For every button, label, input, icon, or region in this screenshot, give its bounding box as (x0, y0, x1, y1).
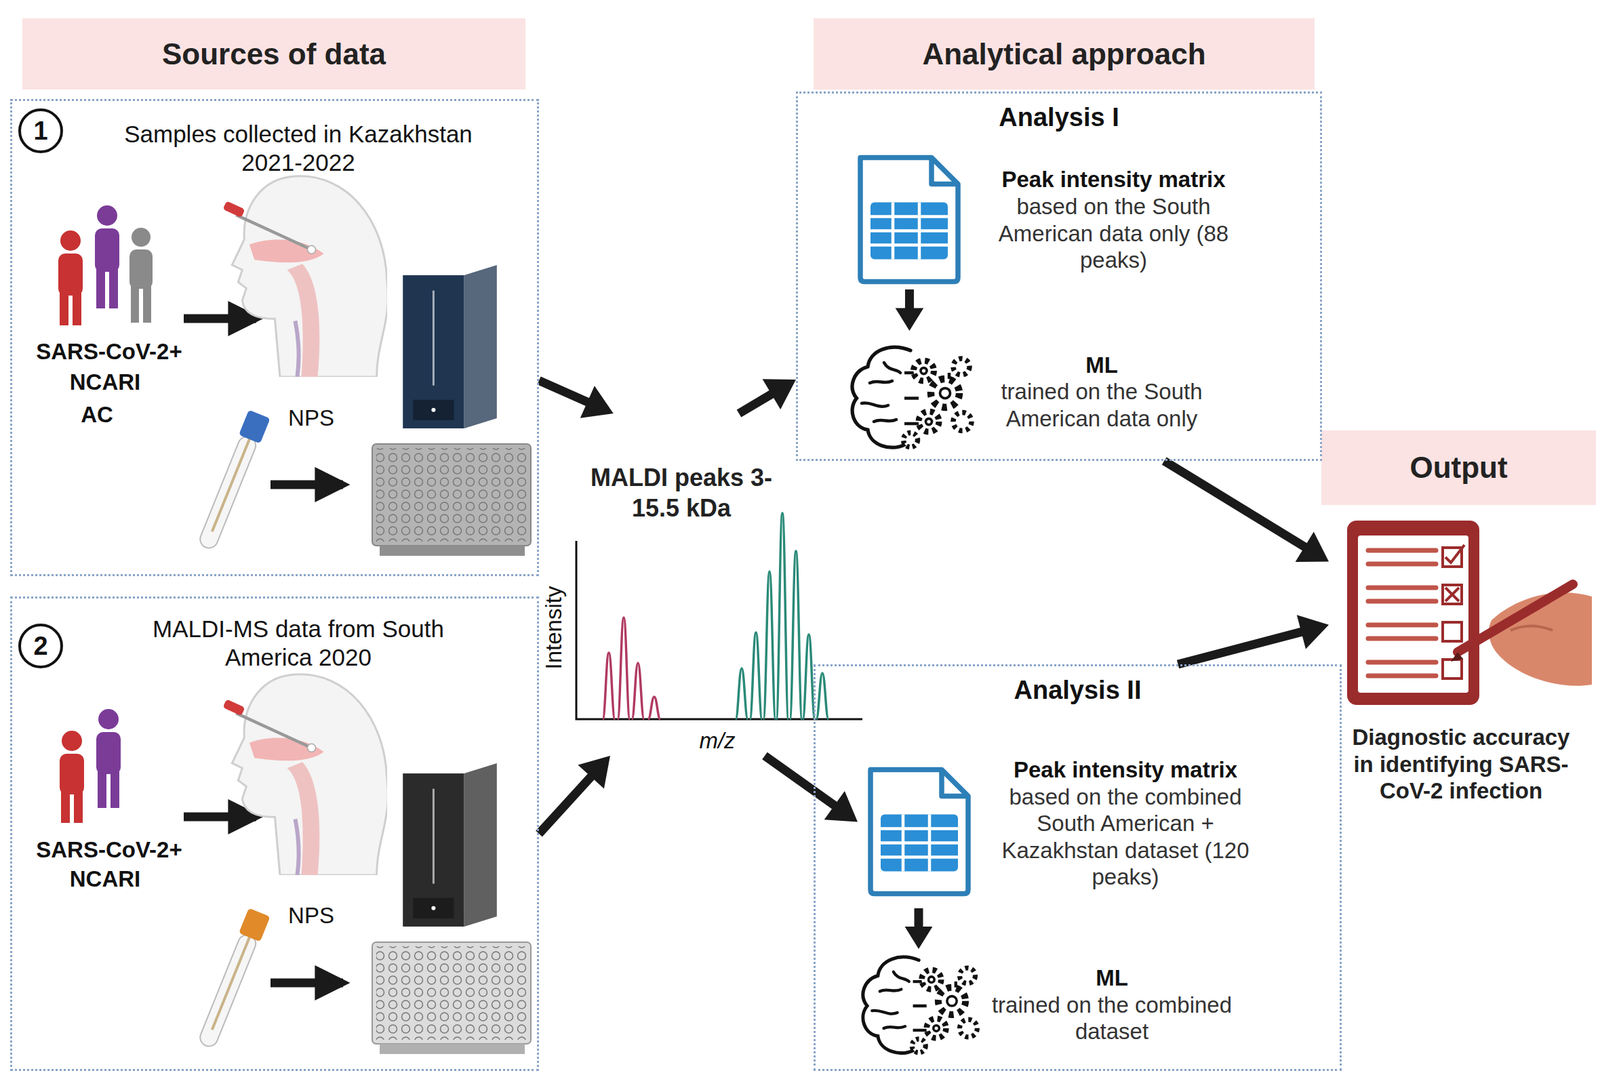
group-label: NCARI (69, 866, 142, 893)
flow-arrow (538, 380, 614, 418)
node-title: 2 (33, 631, 48, 662)
node-body: based on the South American data only (8… (979, 193, 1248, 274)
arrow-head (1296, 614, 1329, 649)
spectrum-block: MALDI peaks 3-15.5 kDa (545, 413, 868, 756)
source-panel: MALDI-MS data from South America 2020 2 (10, 596, 539, 1072)
node-title: Analysis II (815, 666, 1340, 706)
arrow-head (895, 307, 925, 331)
flow-arrow (738, 378, 796, 414)
node-body: based on the combined South American + K… (986, 783, 1265, 891)
node-title: Analytical approach (922, 37, 1206, 72)
arrow-shaft (538, 380, 596, 406)
matrix-block: Peak intensity matrixbased on the South … (847, 150, 1248, 290)
analysis-panel: Analysis I Peak intensity matrixbased on … (795, 91, 1323, 462)
arrow-head (1295, 531, 1329, 562)
arrow-head (580, 385, 614, 419)
section-header: Output (1321, 430, 1596, 506)
section-header: Analytical approach (813, 18, 1315, 90)
group-label: NCARI (69, 369, 142, 396)
node-title: Diagnostic accuracy in identifying SARS-… (1349, 724, 1573, 805)
flow-arrow (1164, 461, 1329, 563)
node-title: Sources of data (162, 37, 386, 72)
node-title: 1 (33, 116, 48, 146)
node-title: Peak intensity matrix (986, 756, 1265, 784)
group-label: SARS-CoV-2+ (35, 837, 182, 864)
arrow-head (824, 791, 858, 823)
ml-block: MLtrained on the combined dataset (854, 949, 1234, 1062)
ml-block: MLtrained on the South American data onl… (844, 330, 1211, 453)
axis-label: m/z (698, 728, 735, 754)
node-title: Peak intensity matrix (979, 166, 1248, 194)
group-label: AC (80, 402, 114, 428)
node-title: ML (989, 964, 1234, 992)
node-title: Output (1409, 450, 1508, 485)
section-header: Sources of data (22, 18, 526, 90)
arrow-shaft (1178, 629, 1310, 665)
axis-label: Intensity (541, 586, 567, 670)
node-title: Samples collected in Kazakhstan 2021-202… (91, 120, 506, 177)
arrow-head (762, 378, 796, 410)
flow-arrow (1178, 614, 1329, 665)
node-body: trained on the combined dataset (989, 991, 1234, 1046)
sample-label: NPS (288, 903, 335, 929)
flow-arrow (895, 289, 925, 331)
node-title: ML (993, 351, 1211, 379)
callout-number: 1 (18, 108, 64, 154)
analysis-panel: Analysis II Peak intensity matrixbased on… (813, 664, 1342, 1072)
group-label: SARS-CoV-2+ (35, 338, 182, 365)
flow-arrow (538, 755, 611, 834)
node-title: Analysis I (797, 93, 1320, 133)
arrow-shaft (1164, 461, 1312, 552)
arrow-head (905, 926, 933, 950)
arrow-shaft (538, 770, 597, 834)
node-title: MALDI-MS data from South America 2020 (108, 614, 489, 672)
arrow-shaft (764, 755, 842, 811)
flow-arrow (905, 908, 933, 950)
arrow-head (577, 755, 611, 790)
callout-number: 2 (18, 623, 64, 669)
node-body: trained on the South American data only (993, 378, 1211, 432)
output-block: Diagnostic accuracy in identifying SARS-… (1328, 515, 1594, 848)
flow-arrow (764, 755, 858, 823)
node-title: MALDI peaks 3-15.5 kDa (579, 462, 784, 524)
matrix-block: Peak intensity matrixbased on the combin… (857, 738, 1265, 909)
sample-label: NPS (288, 405, 335, 432)
source-panel: Samples collected in Kazakhstan 2021-202… (10, 98, 539, 577)
